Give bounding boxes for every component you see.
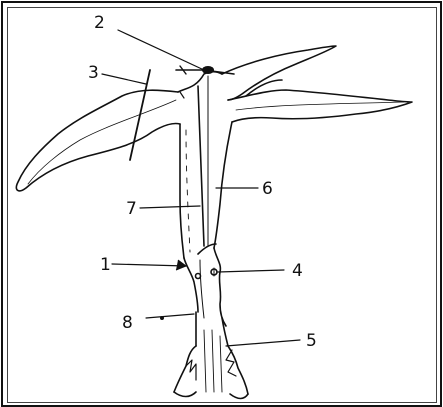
- label-2: 2: [94, 13, 105, 33]
- label-3: 3: [88, 63, 99, 83]
- ligule-line-3: [130, 70, 150, 160]
- base-inner-lines: [204, 330, 222, 392]
- label-4: 4: [292, 261, 303, 281]
- leader-line-5: [226, 340, 300, 346]
- crown-top: [178, 72, 222, 92]
- leader-line-3: [102, 74, 146, 84]
- sheath-inner-left: [200, 260, 204, 318]
- lower-right-leaf-outline: [228, 90, 412, 122]
- base-bottom-curves: [174, 392, 248, 399]
- culm-line-a: [198, 86, 204, 246]
- stem-right-edge: [214, 122, 232, 248]
- sheath-top: [198, 244, 216, 254]
- stem-inner-line: [186, 130, 190, 252]
- leader-line-4: [218, 270, 284, 272]
- upper-right-leaf-outline: [222, 46, 336, 100]
- sheath-right: [214, 248, 226, 326]
- label-8: 8: [122, 313, 133, 333]
- left-leaf-outline: [16, 90, 180, 191]
- label-6: 6: [262, 179, 273, 199]
- base-jagged-right: [226, 350, 236, 376]
- node-bud-left: [196, 274, 201, 279]
- base-right-flare: [228, 346, 248, 394]
- lower-stalk-right: [222, 318, 228, 346]
- lower-right-leaf-midrib: [236, 102, 404, 110]
- leader-line-2: [118, 30, 204, 70]
- label-7: 7: [126, 199, 137, 219]
- label-1: 1: [100, 255, 111, 275]
- label-5: 5: [306, 331, 317, 351]
- stem-left-edge: [180, 124, 184, 258]
- collar-mark: [180, 92, 184, 98]
- leader-line-8: [146, 314, 194, 318]
- leader-line-7: [140, 206, 200, 208]
- leader-line-1: [112, 264, 186, 266]
- crown-junction: [202, 66, 214, 74]
